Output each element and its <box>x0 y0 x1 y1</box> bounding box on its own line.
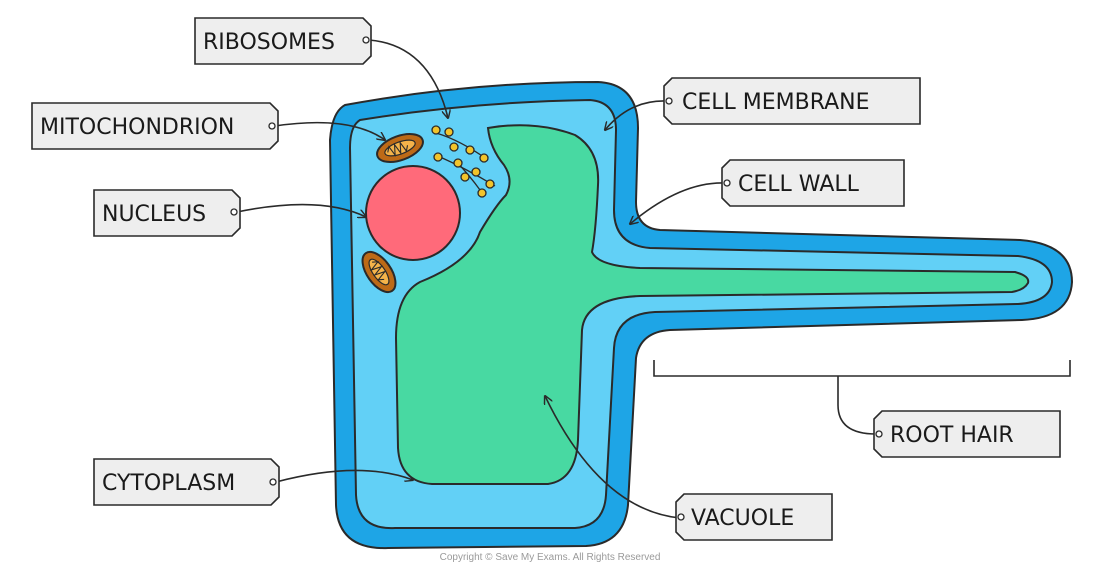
label-cell-membrane: CELL MEMBRANE <box>663 77 921 125</box>
label-mitochondrion-text: MITOCHONDRION <box>40 115 234 140</box>
label-ribosomes: RIBOSOMES <box>194 17 372 65</box>
label-root-hair: ROOT HAIR <box>873 410 1061 458</box>
nucleus <box>365 165 461 261</box>
vacuole <box>394 124 1030 485</box>
ribosomes-leader <box>368 39 448 118</box>
cytoplasm-leader <box>275 469 413 483</box>
label-vacuole: VACUOLE <box>675 493 833 541</box>
mitochondrion-top <box>376 133 424 163</box>
label-mitochondrion: MITOCHONDRION <box>31 102 279 150</box>
mitochondrion-bottom <box>361 250 397 294</box>
vacuole-leader <box>545 396 681 519</box>
label-cytoplasm-text: CYTOPLASM <box>102 471 235 496</box>
label-cell-wall: CELL WALL <box>721 159 905 207</box>
mitochondrion-leader <box>274 121 385 140</box>
label-ribosomes-text: RIBOSOMES <box>203 30 335 55</box>
label-nucleus: NUCLEUS <box>93 189 241 237</box>
cell-wall-leader <box>630 182 725 224</box>
label-root-hair-text: ROOT HAIR <box>890 423 1014 448</box>
label-cell-membrane-text: CELL MEMBRANE <box>682 90 870 115</box>
copyright-notice: Copyright © Save My Exams. All Rights Re… <box>439 552 661 563</box>
label-cytoplasm: CYTOPLASM <box>93 458 280 506</box>
ribosomes <box>431 125 496 198</box>
label-cell-wall-text: CELL WALL <box>738 172 860 197</box>
nucleus-leader <box>236 203 366 217</box>
label-vacuole-text: VACUOLE <box>691 506 794 531</box>
root-hair-bracket <box>653 360 1071 435</box>
cell-membrane-leader <box>605 100 667 130</box>
label-nucleus-text: NUCLEUS <box>102 202 206 227</box>
